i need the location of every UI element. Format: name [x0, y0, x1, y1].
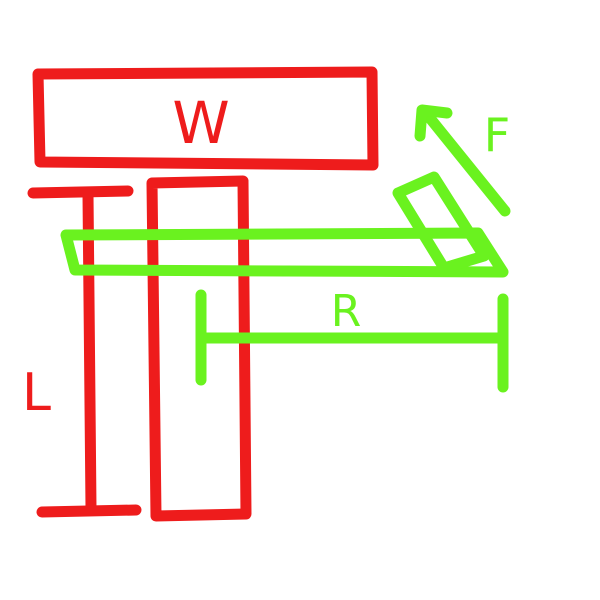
green-lever [60, 104, 511, 393]
red-structure [27, 66, 379, 522]
lever-bar [60, 227, 509, 278]
length-dim-bottom-tick [36, 504, 142, 518]
weight-label: W [172, 89, 229, 157]
post-rect [146, 175, 252, 522]
force-arrow-shaft [419, 106, 511, 217]
length-dim-top-tick [27, 185, 134, 199]
force-label: F [484, 108, 510, 162]
radius-label: R [331, 286, 362, 337]
weight-box [32, 66, 379, 171]
lever-handle [392, 171, 490, 274]
length-dim-line [82, 189, 97, 514]
force-arrow-head [414, 104, 453, 142]
length-label: L [22, 363, 51, 423]
